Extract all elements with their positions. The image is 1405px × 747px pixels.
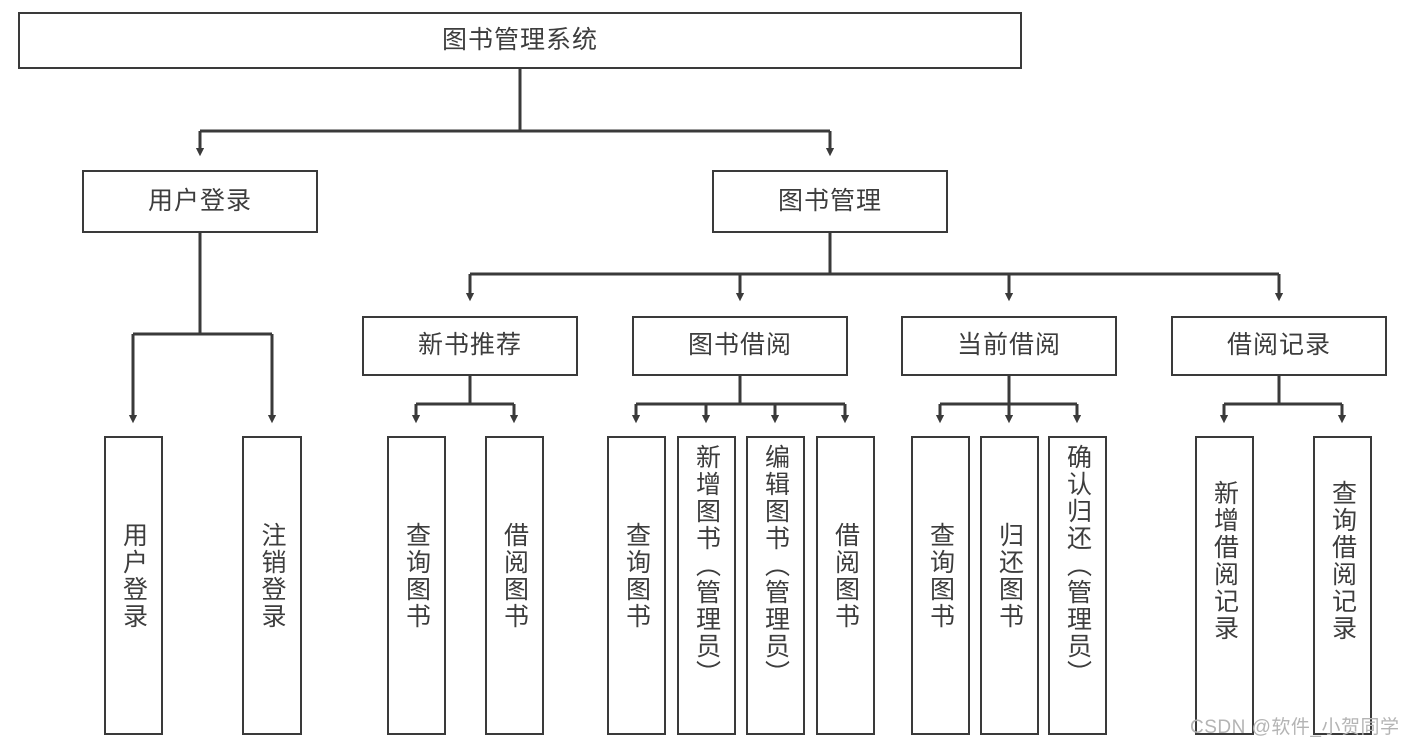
leaf-borrow-book-2-label: 借阅图书 — [831, 522, 860, 630]
leaf-query-book-3[interactable]: 查询图书 — [911, 436, 970, 735]
node-borrow-record-label: 借阅记录 — [1226, 331, 1331, 360]
node-book-borrow-label: 图书借阅 — [687, 331, 792, 360]
leaf-add-book-admin[interactable]: 新增图书（管理员） — [677, 436, 736, 735]
csdn-watermark: CSDN @软件_小贺同学 — [1190, 717, 1400, 738]
leaf-query-borrow-record[interactable]: 查询借阅记录 — [1313, 436, 1372, 735]
node-user-login-label: 用户登录 — [147, 186, 252, 215]
leaf-query-book-2[interactable]: 查询图书 — [607, 436, 666, 735]
leaf-borrow-book-1-label: 借阅图书 — [500, 522, 529, 630]
leaf-add-book-admin-label: 新增图书（管理员） — [692, 444, 721, 687]
node-current-borrow-label: 当前借阅 — [956, 331, 1061, 360]
leaf-add-borrow-record[interactable]: 新增借阅记录 — [1195, 436, 1254, 735]
leaf-borrow-book-2[interactable]: 借阅图书 — [816, 436, 875, 735]
leaf-return-book-label: 归还图书 — [995, 522, 1024, 630]
node-user-login[interactable]: 用户登录 — [82, 170, 318, 233]
leaf-logout-login[interactable]: 注销登录 — [242, 436, 302, 735]
leaf-user-login[interactable]: 用户登录 — [104, 436, 163, 735]
node-new-book-recommend[interactable]: 新书推荐 — [362, 316, 578, 376]
node-borrow-record[interactable]: 借阅记录 — [1171, 316, 1387, 376]
node-root[interactable]: 图书管理系统 — [18, 12, 1022, 69]
node-root-label: 图书管理系统 — [441, 25, 598, 54]
node-current-borrow[interactable]: 当前借阅 — [901, 316, 1117, 376]
leaf-query-book-2-label: 查询图书 — [622, 522, 651, 630]
node-book-manage-label: 图书管理 — [777, 186, 882, 215]
node-book-manage[interactable]: 图书管理 — [712, 170, 948, 233]
leaf-query-borrow-record-label: 查询借阅记录 — [1328, 480, 1357, 642]
leaf-confirm-return-admin[interactable]: 确认归还（管理员） — [1048, 436, 1107, 735]
leaf-query-book-1-label: 查询图书 — [402, 522, 431, 630]
leaf-edit-book-admin[interactable]: 编辑图书（管理员） — [746, 436, 805, 735]
node-new-book-recommend-label: 新书推荐 — [417, 331, 522, 360]
node-book-borrow[interactable]: 图书借阅 — [632, 316, 848, 376]
leaf-add-borrow-record-label: 新增借阅记录 — [1210, 480, 1239, 642]
leaf-edit-book-admin-label: 编辑图书（管理员） — [761, 444, 790, 687]
leaf-user-login-label: 用户登录 — [119, 522, 148, 630]
leaf-query-book-3-label: 查询图书 — [926, 522, 955, 630]
leaf-logout-login-label: 注销登录 — [258, 522, 286, 630]
leaf-borrow-book-1[interactable]: 借阅图书 — [485, 436, 544, 735]
leaf-return-book[interactable]: 归还图书 — [980, 436, 1039, 735]
leaf-confirm-return-admin-label: 确认归还（管理员） — [1063, 444, 1092, 687]
leaf-query-book-1[interactable]: 查询图书 — [387, 436, 446, 735]
